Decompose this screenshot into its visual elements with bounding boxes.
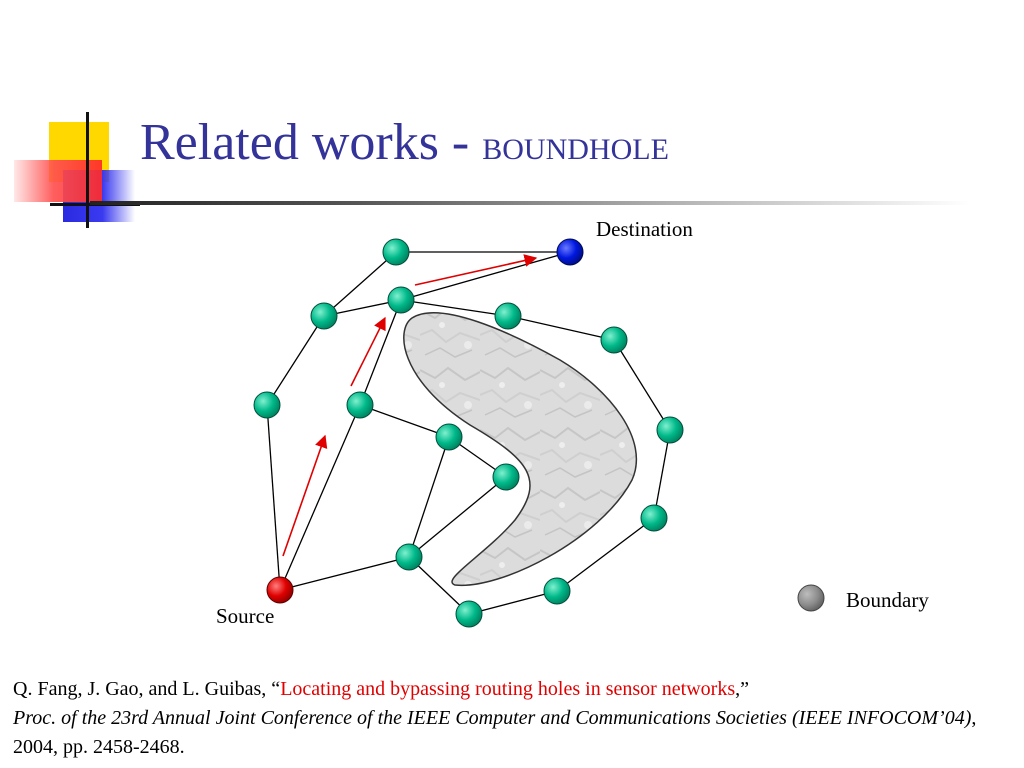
route-arrow <box>282 434 328 557</box>
route-arrow <box>350 316 386 387</box>
edge <box>400 299 509 317</box>
routing-arrows <box>282 254 538 557</box>
sensor-node <box>455 600 483 628</box>
edge <box>266 404 281 591</box>
sensor-node <box>492 463 520 491</box>
edge <box>279 556 410 591</box>
sensor-node <box>310 302 338 330</box>
citation-venue: Proc. of the 23rd Annual Joint Conferenc… <box>13 707 972 729</box>
sensor-node <box>382 238 410 266</box>
sensor-node <box>600 326 628 354</box>
network-edges <box>266 251 671 615</box>
edge <box>507 315 615 341</box>
destination-node <box>556 238 584 266</box>
edge <box>279 404 361 591</box>
edge <box>359 299 402 406</box>
edge <box>468 590 558 615</box>
sensor-node <box>640 504 668 532</box>
slide-title-main: Related works - <box>140 114 483 171</box>
routing-hole <box>403 312 638 587</box>
title-underline-rule <box>90 201 970 205</box>
boundary-legend-label: Boundary <box>846 588 929 612</box>
source-label: Source <box>216 604 274 628</box>
source-node <box>266 576 294 604</box>
network-nodes <box>253 238 825 628</box>
citation-authors: Q. Fang, J. Gao, and L. Guibas, “ <box>13 678 281 700</box>
title-decoration-vertical-line <box>86 112 89 228</box>
sensor-node <box>435 423 463 451</box>
sensor-node <box>543 577 571 605</box>
sensor-node <box>656 416 684 444</box>
edge <box>408 476 507 558</box>
edge <box>556 517 655 592</box>
edge <box>359 404 450 438</box>
sensor-node <box>387 286 415 314</box>
edge <box>653 429 671 519</box>
slide-title: Related works - BOUNDHOLE <box>140 113 669 172</box>
citation-paper-title: Locating and bypassing routing holes in … <box>280 678 736 700</box>
slide-title-subtitle: BOUNDHOLE <box>482 133 669 166</box>
edge <box>400 251 571 301</box>
citation-title-close: ,” <box>735 678 750 700</box>
sensor-node <box>395 543 423 571</box>
sensor-node <box>253 391 281 419</box>
edge <box>323 251 397 317</box>
sensor-node <box>346 391 374 419</box>
edge <box>613 339 671 431</box>
edge <box>408 436 450 558</box>
boundary-legend-node <box>797 584 825 612</box>
reference-citation: Q. Fang, J. Gao, and L. Guibas, “Locatin… <box>13 675 1013 762</box>
edge <box>266 315 325 406</box>
citation-details: , 2004, pp. 2458-2468. <box>13 707 977 758</box>
sensor-node <box>494 302 522 330</box>
destination-label: Destination <box>596 217 693 241</box>
route-arrow <box>414 254 538 286</box>
edge <box>408 556 470 615</box>
